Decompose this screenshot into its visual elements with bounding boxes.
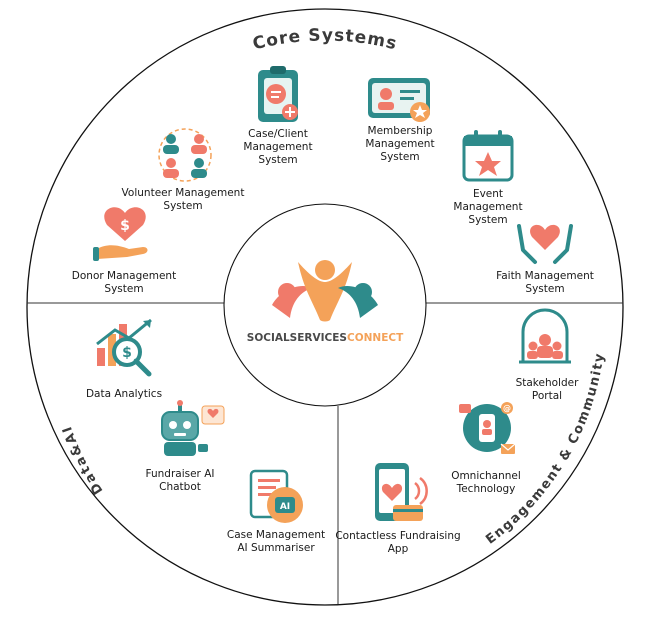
logo-mark bbox=[272, 260, 378, 322]
svg-text:$: $ bbox=[122, 345, 132, 361]
praying-hands-heart-icon bbox=[517, 224, 573, 264]
svg-text:$: $ bbox=[120, 218, 130, 234]
label-donor: Donor Management System bbox=[71, 270, 177, 295]
label-stakeholder: Stakeholder Portal bbox=[515, 377, 579, 402]
label-contactless: Contactless Fundraising App bbox=[335, 530, 461, 555]
label-case-ai: Case Management AI Summariser bbox=[226, 529, 326, 554]
volunteer-group-icon bbox=[158, 128, 212, 182]
label-event: Event Management System bbox=[453, 188, 523, 226]
label-data-analytics: Data Analytics bbox=[85, 388, 163, 400]
label-volunteer: Volunteer Management System bbox=[121, 187, 245, 212]
svg-text:AI: AI bbox=[280, 502, 290, 512]
calendar-star-icon bbox=[462, 130, 514, 182]
document-ai-brain-icon: AI bbox=[249, 469, 303, 523]
label-fundraiser-ai: Fundraiser AI Chatbot bbox=[145, 468, 215, 493]
hand-heart-dollar-icon: $ bbox=[93, 207, 148, 261]
svg-text:@: @ bbox=[503, 404, 511, 413]
phone-network-icon: @ bbox=[459, 402, 516, 454]
label-omnichannel: Omnichannel Technology bbox=[451, 470, 521, 495]
label-faith: Faith Management System bbox=[496, 270, 594, 295]
label-case-client: Case/Client Management System bbox=[243, 128, 313, 166]
robot-chat-icon bbox=[161, 400, 225, 456]
phone-card-contactless-icon bbox=[375, 463, 428, 521]
id-card-badge-icon bbox=[368, 78, 430, 122]
clipboard-chat-icon bbox=[258, 66, 298, 122]
portal-people-icon bbox=[519, 308, 571, 364]
label-membership: Membership Management System bbox=[365, 125, 435, 163]
logo-wordmark: SOCIALSERVICESCONNECT bbox=[247, 332, 404, 344]
chart-magnifier-dollar-icon: $ bbox=[96, 318, 152, 377]
